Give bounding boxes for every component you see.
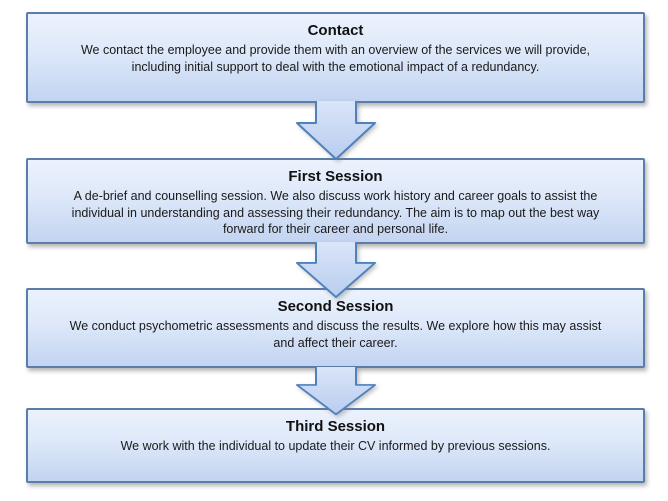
down-arrow-icon bbox=[294, 101, 378, 161]
stage-title: Second Session bbox=[277, 298, 394, 315]
stage-box-contact: Contact We contact the employee and prov… bbox=[26, 12, 645, 103]
down-arrow-icon bbox=[294, 242, 378, 299]
stage-box-second-session: Second Session We conduct psychometric a… bbox=[26, 288, 645, 368]
down-arrow-icon bbox=[294, 367, 378, 416]
stage-title: Contact bbox=[307, 22, 364, 39]
stage-title: First Session bbox=[288, 168, 383, 185]
stage-description: We contact the employee and provide them… bbox=[80, 43, 591, 74]
stage-description: We work with the individual to update th… bbox=[120, 439, 551, 453]
stage-description: We conduct psychometric assessments and … bbox=[69, 319, 602, 350]
stage-box-first-session: First Session A de-brief and counselling… bbox=[26, 158, 645, 244]
stage-description: A de-brief and counselling session. We a… bbox=[71, 189, 600, 236]
stage-box-third-session: Third Session We work with the individua… bbox=[26, 408, 645, 483]
stage-title: Third Session bbox=[285, 418, 386, 435]
